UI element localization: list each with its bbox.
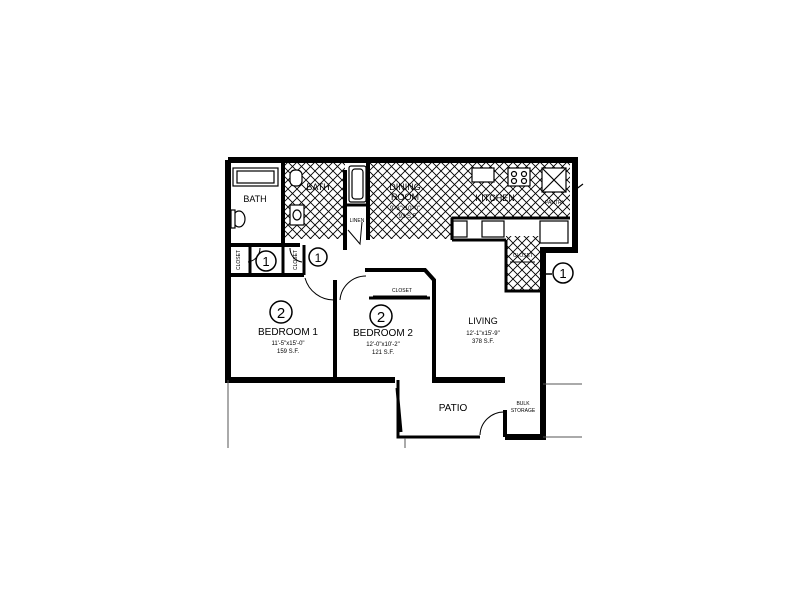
marker-2: 1 <box>315 251 322 265</box>
kitchen-label: KITCHEN <box>475 193 515 203</box>
washer <box>539 220 569 244</box>
bath-1-label: BATH <box>243 194 266 204</box>
dining-dims: 9'-3"x10'-0" <box>390 206 420 212</box>
closet-b-label: CLOSET <box>293 250 299 270</box>
closet-c-label: CLOSET <box>513 253 533 259</box>
pantry-label: PANTRY <box>545 200 565 206</box>
bedroom-1-area: 159 S.F. <box>277 349 299 355</box>
closet-hall-label: CLOSET <box>392 288 412 294</box>
door-swings <box>247 221 505 436</box>
dishwasher <box>452 220 468 238</box>
refrigerator <box>481 220 505 238</box>
storage-label: BULK <box>516 401 530 407</box>
bedroom-2-dims: 12'-0"x10'-2" <box>366 342 400 348</box>
circled-markers: 1 1 1 2 2 <box>255 183 584 328</box>
site-lines <box>227 380 582 448</box>
marker-5: 2 <box>377 309 385 326</box>
bedroom-1-dims: 11'-5"x15'-0" <box>271 341 304 347</box>
toilet-2 <box>289 169 303 187</box>
storage-label-2: STORAGE <box>511 408 536 414</box>
sink-2 <box>289 204 305 226</box>
marker-1: 1 <box>262 254 269 269</box>
marker-3: 1 <box>559 266 566 281</box>
dining-label: DINING <box>389 182 421 192</box>
bath-2-label: BATH <box>306 182 329 192</box>
bathtub-1 <box>232 167 279 187</box>
dining-label-2: ROOM <box>391 192 419 202</box>
dining-area: 93 S.F. <box>399 214 418 220</box>
room-labels: BATH BATH LINEN DINING ROOM 9'-3"x10'-0"… <box>236 182 566 414</box>
closet-a-label: CLOSET <box>236 250 242 270</box>
linen-label: LINEN <box>350 218 365 224</box>
bedroom-2-label: BEDROOM 2 <box>353 328 413 339</box>
fixtures <box>230 165 569 244</box>
bedroom-1-label: BEDROOM 1 <box>258 327 318 338</box>
interior-walls <box>228 160 570 378</box>
living-label: LIVING <box>468 316 498 326</box>
stove <box>507 167 531 187</box>
closet-doors <box>373 261 535 297</box>
marker-4: 2 <box>277 305 285 322</box>
patio-label: PATIO <box>439 403 468 414</box>
kitchen-sink <box>471 167 495 183</box>
bathtub-2 <box>348 165 367 203</box>
bedroom-2-area: 121 S.F. <box>372 350 394 356</box>
living-dims: 12'-1"x15'-9" <box>466 331 500 337</box>
living-area: 378 S.F. <box>472 339 494 345</box>
